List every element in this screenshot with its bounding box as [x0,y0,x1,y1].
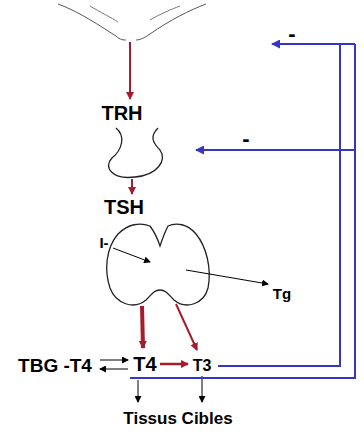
inhibition-sign: - [288,23,295,45]
hormone-label: T3 [193,358,212,374]
target-label: Tissus Cibles [123,410,232,427]
hormone-label: T4 [133,354,156,374]
hormone-label: TSH [104,197,144,217]
ion-label: I- [99,235,108,250]
inhibition-sign: - [242,128,249,150]
complex-label: TBG -T4 [18,356,92,375]
hormone-label: TRH [101,103,142,123]
protein-label: Tg [273,286,291,301]
